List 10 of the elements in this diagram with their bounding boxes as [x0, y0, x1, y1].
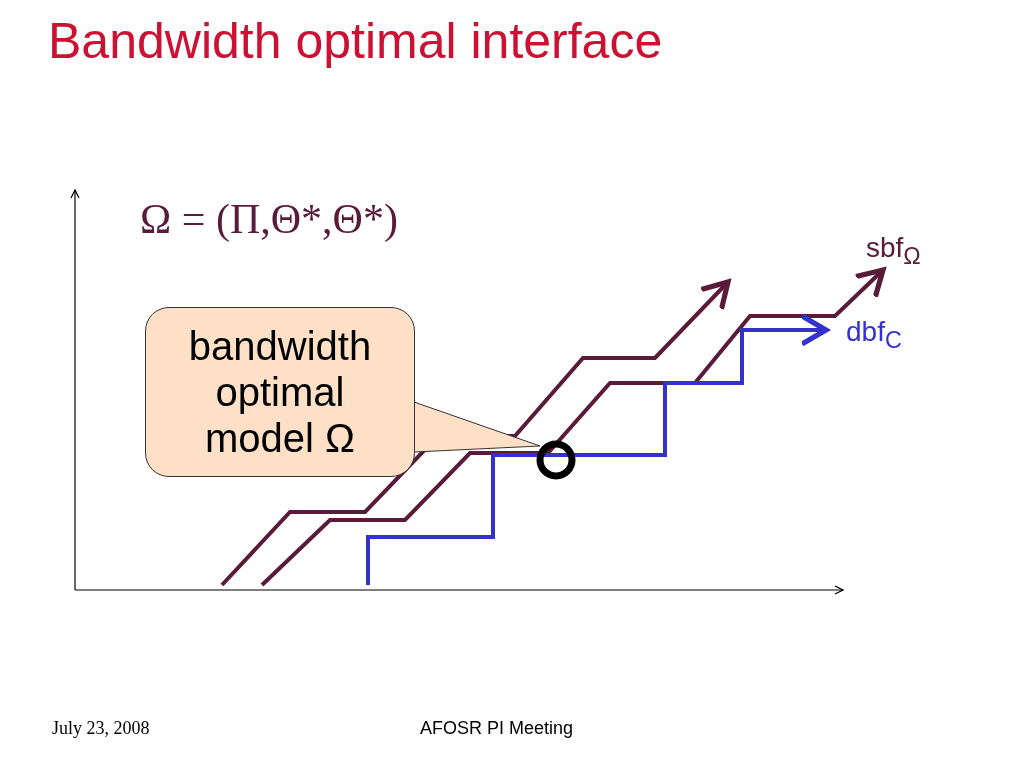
curve-label: dbf$_{C}$: [846, 316, 902, 354]
formula: Ω = (Π,Θ*,Θ*): [140, 195, 398, 243]
footer-text: AFOSR PI Meeting: [420, 718, 574, 739]
callout-text: bandwidth optimal model Ω: [187, 323, 373, 461]
curve-label: sbf$_{Ω}$: [866, 232, 921, 270]
callout-pointer: [413, 401, 541, 453]
slide-title: Bandwidth optimal interface: [48, 12, 663, 70]
date-text: July 23, 2008: [52, 718, 150, 739]
callout-bubble: [145, 307, 415, 477]
marker-circle: [536, 440, 576, 480]
